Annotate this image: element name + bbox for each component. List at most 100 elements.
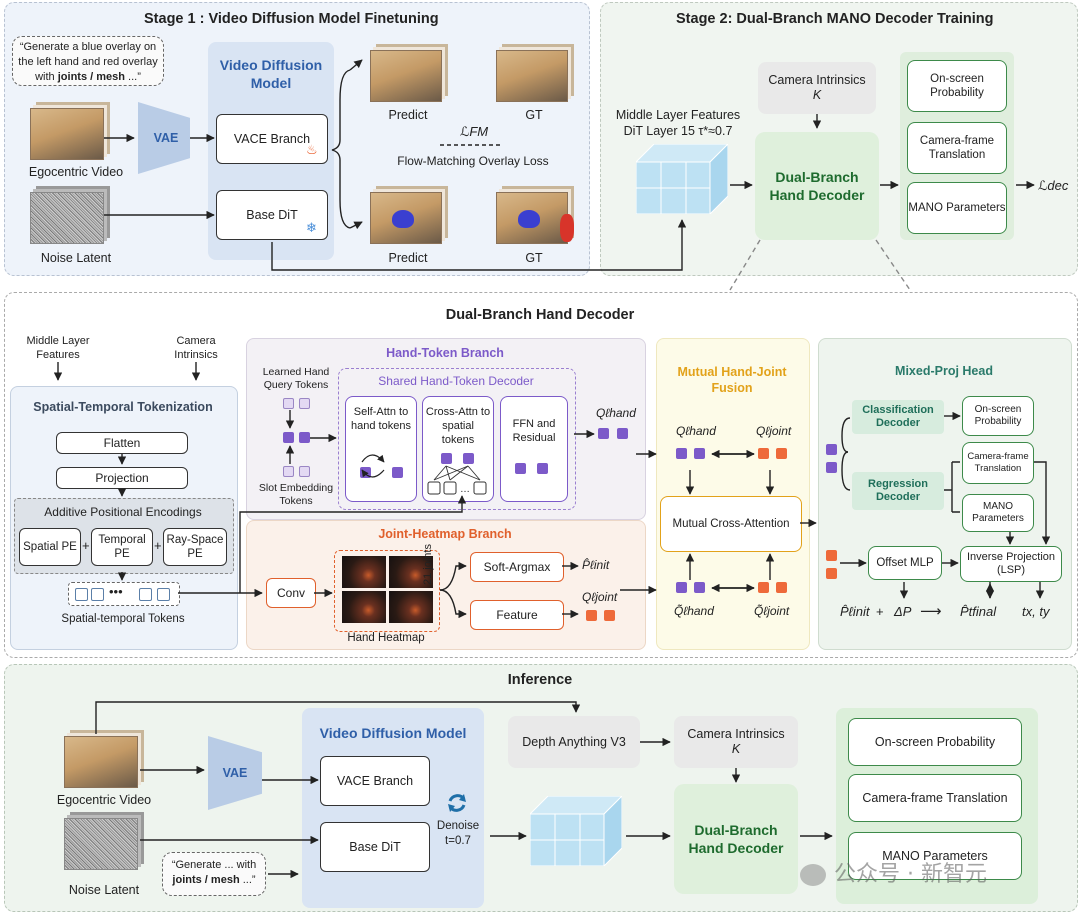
inf-prompt-post: ...” [239,874,256,886]
gt-top-label: GT [525,108,543,122]
inf-prompt-bubble: “Generate ... with joints / mesh ...” [162,852,266,896]
plus-sign-1: + [82,538,90,553]
fusion-hand-token-2 [694,448,705,459]
heatmap-frame-4 [389,591,433,623]
regression-decoder-label: Regression Decoder [868,478,928,503]
inf-vace-branch-label: VACE Branch [336,774,414,788]
q-hand-token-1 [598,428,609,439]
dual-branch-decoder-stage2: Dual-Branch Hand Decoder [755,132,879,240]
cross-attn-box: Cross-Attn to spatial tokens [422,396,494,502]
fusion-joint-token-2 [776,448,787,459]
input-mlf-label: Middle Layer Features [20,334,96,362]
classification-decoder-box: Classification Decoder [852,400,944,434]
self-attn-label: Self-Attn to hand tokens [351,406,411,432]
prompt-text-pre: “Generate a blue overlay on the left han… [18,41,158,83]
t-value-label: t=0.7 [445,835,471,847]
fusion-qt-hand: Q̃ℓhand [674,604,714,618]
flatten-label: Flatten [103,436,141,450]
input-mlf-text: Middle Layer Features [26,335,90,361]
p-init-label: P̂ℓinit [582,558,610,572]
stage1-title: Stage 1 : Video Diffusion Model Finetuni… [144,11,439,27]
mutual-cross-attn-label: Mutual Cross-Attention [672,518,790,530]
prompt-text-bold: joints / mesh [57,71,125,83]
mlf-line2: DiT Layer 15 τ*≈0.7 [623,124,733,138]
stt-title: Spatial-Temporal Tokenization [33,400,213,414]
dual-branch-decoder-label: Dual-Branch Hand Decoder [769,169,865,203]
slot-token-2 [299,466,310,477]
vace-branch-box: VACE Branch [216,114,328,164]
inverse-projection-label: Inverse Projection (LSP) [966,551,1056,576]
predict-bottom-label: Predict [388,251,428,265]
offset-mlp-box: Offset MLP [868,546,942,580]
gt-top-image [496,50,568,102]
mixed-cam-trans-label: Camera-frame Translation [967,451,1029,474]
mixed-cam-trans-box: Camera-frame Translation [962,442,1034,484]
ffn-label: FFN and Residual [512,418,556,444]
input-ci-text: Camera Intrinsics [174,335,218,361]
heatmap-frame-1 [342,556,386,588]
prompt-text-post: ...” [124,71,141,83]
self-attn-token-1 [360,467,371,478]
joints21-label: 21 joints [422,544,434,585]
rayspace-pe-label: Ray-Space PE [166,534,224,560]
cross-attn-token-2 [463,453,474,464]
joint-heatmap-title: Joint-Heatmap Branch [378,527,512,541]
inference-title: Inference [507,672,573,688]
inf-output-mano: MANO Parameters [848,832,1022,880]
plus-sign-2: + [154,538,162,553]
learned-token-2 [299,398,310,409]
blue-hand-overlay [392,210,414,228]
q-hand-out: Qℓhand [596,406,636,420]
stage2-title: Stage 2: Dual-Branch MANO Decoder Traini… [676,11,994,27]
stage2-output-mano: MANO Parameters [907,182,1007,234]
stage2-output-translation: Camera-frame Translation [907,122,1007,174]
inf-decoder-box: Dual-Branch Hand Decoder [674,784,798,894]
fm-loss-text: ℒFM [460,124,489,139]
slot-tokens-text: Slot Embedding Tokens [258,482,334,507]
cross-attn-token-1 [441,453,452,464]
q-hand-token-2 [617,428,628,439]
flatten-box: Flatten [56,432,188,454]
eq-delta-p: ΔP [894,604,912,619]
mutual-cross-attn-box: Mutual Cross-Attention [660,496,802,552]
fm-loss-label: Flow-Matching Overlay Loss [397,154,549,168]
tokens-label: Spatial-temporal Tokens [61,613,185,625]
fusion-out-hand-token-1 [676,582,687,593]
fusion-q-hand: Qℓhand [676,424,716,438]
learned-token-1 [283,398,294,409]
cross-attn-label: Cross-Attn to spatial tokens [425,406,491,446]
egocentric-video-label: Egocentric Video [28,165,124,179]
slot-token-1 [283,466,294,477]
vace-branch-label: VACE Branch [233,132,311,146]
soft-argmax-label: Soft-Argmax [483,560,551,574]
token-ellipsis: ••• [109,584,123,599]
shared-decoder-label: Shared Hand-Token Decoder [378,374,534,388]
combined-token-1 [283,432,294,443]
fusion-title: Mutual Hand-Joint Fusion [656,364,808,396]
watermark-text: 公众号 · 新智元 [834,862,987,887]
inf-camera-intrinsics-label: Camera Intrinsics [687,727,785,741]
q-joint-label: Qℓjoint [582,590,618,604]
token-4 [157,588,170,601]
feature-label: Feature [496,608,538,622]
denoise-cycle-icon [448,794,466,812]
fusion-title-text: Mutual Hand-Joint Fusion [677,365,787,395]
fusion-out-joint-token-1 [758,582,769,593]
soft-argmax-box: Soft-Argmax [470,552,564,582]
token-1 [75,588,88,601]
ffn-token-1 [515,463,526,474]
ffn-box: FFN and Residual [500,396,568,502]
fire-icon: ♨ [306,142,318,157]
noise-latent-label: Noise Latent [40,251,112,265]
combined-token-2 [299,432,310,443]
base-dit-label: Base DiT [246,208,298,222]
q-joint-token-1 [586,610,597,621]
spatial-pe-box: Spatial PE [19,528,81,566]
inf-vae-label: VAE [222,766,248,780]
classification-decoder-label: Classification Decoder [862,404,934,429]
eq-arrow: ⟶ [920,603,942,620]
temporal-pe-label: Temporal PE [98,534,146,560]
projection-label: Projection [95,471,149,485]
predict-top-image [370,50,442,102]
projection-box: Projection [56,467,188,489]
